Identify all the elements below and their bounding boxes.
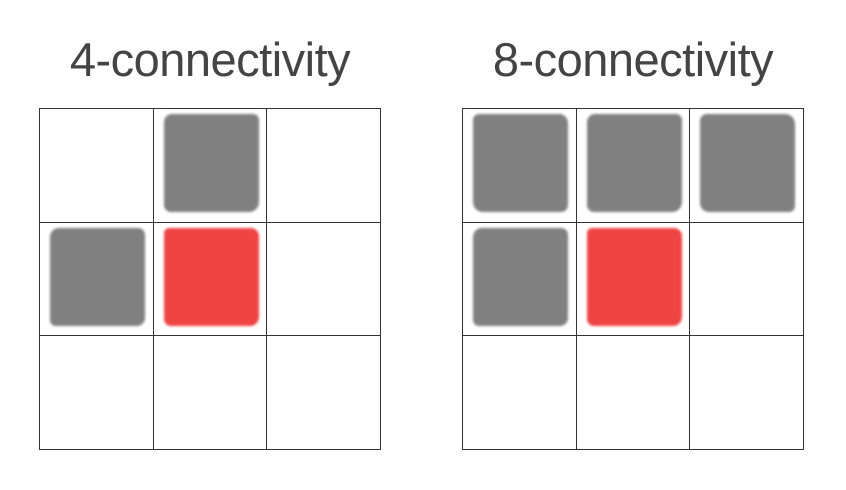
- grid-cell-0-1: [153, 109, 268, 223]
- panel-8-connectivity: 8-connectivity: [461, 0, 805, 490]
- grid-cell-0-1: [576, 109, 691, 223]
- grid-cell-0-2: [267, 109, 381, 223]
- grid-cell-2-0: [463, 336, 577, 450]
- center-pixel: [586, 227, 682, 326]
- neighbor-pixel: [163, 114, 259, 212]
- center-pixel: [163, 227, 259, 326]
- connectivity-grid: [39, 108, 381, 450]
- neighbor-pixel: [50, 227, 145, 326]
- grid-cell-1-2: [267, 222, 381, 337]
- grid-cell-1-0: [40, 222, 154, 337]
- grid-cell-1-0: [463, 222, 577, 337]
- grid-cell-2-2: [267, 336, 381, 450]
- neighbor-pixel: [473, 227, 568, 326]
- grid-cell-0-2: [690, 109, 804, 223]
- grid-cell-0-0: [463, 109, 577, 223]
- neighbor-pixel: [700, 114, 796, 212]
- grid-cell-2-2: [690, 336, 804, 450]
- connectivity-grid: [462, 108, 804, 450]
- grid-cell-0-0: [40, 109, 154, 223]
- neighbor-pixel: [473, 114, 568, 212]
- grid-cell-1-1: [153, 222, 268, 337]
- panel-title: 8-connectivity: [492, 33, 774, 86]
- neighbor-pixel: [586, 114, 682, 212]
- grid-cell-2-0: [40, 336, 154, 450]
- panel-4-connectivity: 4-connectivity: [38, 0, 382, 490]
- panel-title: 4-connectivity: [69, 33, 351, 86]
- grid-cell-2-1: [153, 336, 268, 450]
- grid-cell-1-2: [690, 222, 804, 337]
- grid-cell-2-1: [576, 336, 691, 450]
- grid-cell-1-1: [576, 222, 691, 337]
